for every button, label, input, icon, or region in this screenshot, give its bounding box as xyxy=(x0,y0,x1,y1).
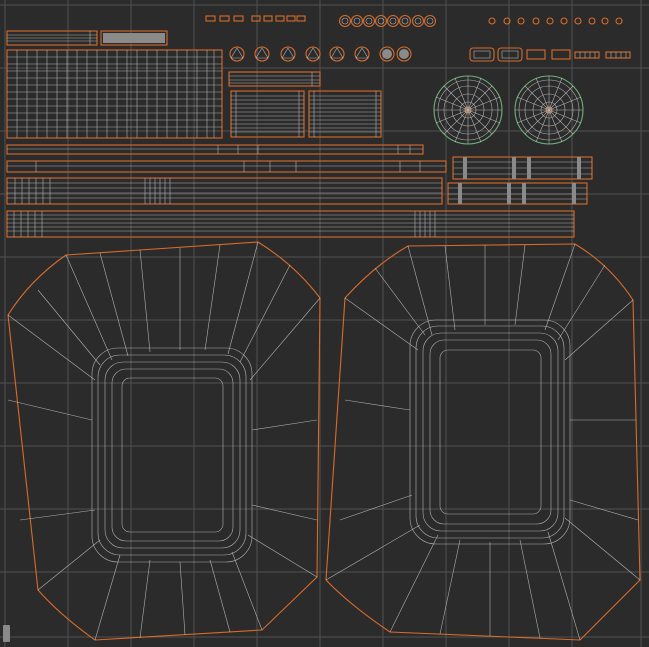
uv-island-group-top-small[interactable] xyxy=(205,15,306,22)
uv-island-striped-panel-right[interactable] xyxy=(308,90,382,138)
uv-island-group-mid-circles[interactable] xyxy=(229,46,412,62)
uv-island-block-lower[interactable] xyxy=(447,182,588,205)
uv-island-large-left[interactable] xyxy=(7,241,321,641)
uv-island-wheel-left[interactable] xyxy=(433,75,503,145)
scroll-handle-icon[interactable] xyxy=(3,625,10,642)
uv-island-strip-2[interactable] xyxy=(6,160,447,173)
uv-island-top-left-bars[interactable] xyxy=(6,30,168,46)
uv-island-group-capsules[interactable] xyxy=(469,47,631,62)
uv-island-block-upper[interactable] xyxy=(452,156,593,180)
uv-island-grid-panel[interactable] xyxy=(6,49,223,139)
uv-island-strip-4[interactable] xyxy=(6,210,575,238)
uv-island-wheel-right[interactable] xyxy=(514,75,584,145)
uv-island-strip-1[interactable] xyxy=(6,144,424,155)
uv-island-small-bar[interactable] xyxy=(228,71,321,87)
uv-island-strip-3[interactable] xyxy=(6,177,443,205)
uv-island-large-right[interactable] xyxy=(325,243,641,641)
uv-island-striped-panel-left[interactable] xyxy=(230,90,305,138)
uv-island-group-top-circles[interactable] xyxy=(338,14,437,28)
uv-island-group-top-right-dots[interactable] xyxy=(488,17,623,25)
